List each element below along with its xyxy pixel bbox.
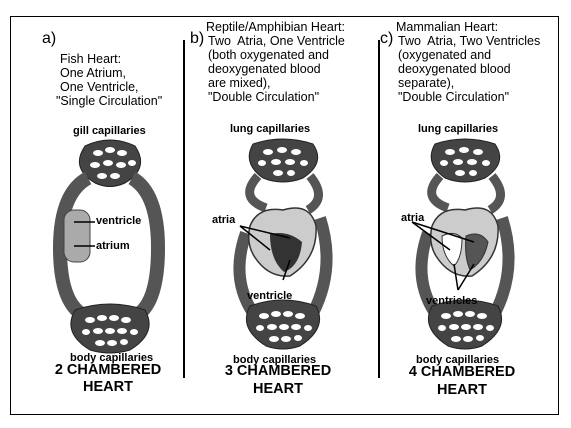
- reptile-atria-label: atria: [212, 214, 235, 226]
- panel-b-description-line: deoxygenated blood: [208, 63, 321, 77]
- panel-c-description-line: Mammalian Heart:: [396, 21, 498, 35]
- panel-c-description-line: Two Atria, Two Ventricles: [398, 35, 540, 49]
- mammal-pulmonary-vessel: [490, 176, 501, 210]
- panel-b-description-line: Two Atria, One Ventricle: [208, 35, 345, 49]
- panel-c-title: 4 CHAMBERED: [382, 364, 542, 380]
- panel-a-title: 2 CHAMBERED: [28, 362, 188, 378]
- panel-divider: [378, 40, 380, 378]
- panel-a-letter: a): [42, 31, 56, 47]
- fish-atrium-label: atrium: [96, 240, 130, 252]
- reptile-ventricle-label: ventricle: [247, 290, 292, 302]
- fish-circulation-vessel: [132, 178, 158, 313]
- reptile-pulmonary-vessel: [308, 176, 319, 210]
- panel-c-description-line: (oxygenated and: [398, 49, 491, 63]
- panel-a-description-line: Fish Heart:: [60, 53, 121, 67]
- reptile-heart-diagram: [228, 138, 338, 356]
- panel-a-top-capillaries-label: gill capillaries: [73, 125, 146, 137]
- reptile-lung-capillary-bed: [249, 139, 317, 182]
- panel-b-description-line: (both oxygenated and: [208, 49, 329, 63]
- panel-a-title: HEART: [28, 379, 188, 395]
- panel-a-description-line: "Single Circulation": [56, 95, 162, 109]
- mammal-heart-diagram: [410, 138, 520, 356]
- panel-b-description-line: "Double Circulation": [208, 91, 319, 105]
- panel-c-top-capillaries-label: lung capillaries: [418, 123, 498, 135]
- mammal-pulmonary-vessel: [432, 176, 448, 208]
- panel-b-top-capillaries-label: lung capillaries: [230, 123, 310, 135]
- fish-heart-chambers: [64, 210, 90, 262]
- panel-b-title: HEART: [198, 381, 358, 397]
- mammal-lung-capillary-bed: [431, 139, 499, 182]
- panel-b-description-line: are mixed),: [208, 77, 271, 91]
- mammal-atria-label: atria: [401, 212, 424, 224]
- panel-c-description-line: separate),: [398, 77, 454, 91]
- panel-b-title: 3 CHAMBERED: [198, 363, 358, 379]
- panel-a-description-line: One Ventricle,: [60, 81, 139, 95]
- panel-b-description-line: Reptile/Amphibian Heart:: [206, 21, 345, 35]
- panel-divider: [183, 40, 185, 378]
- fish-ventricle-label: ventricle: [96, 215, 141, 227]
- panel-c-description-line: deoxygenated blood: [398, 63, 511, 77]
- reptile-pulmonary-vessel: [250, 176, 266, 208]
- panel-c-letter: c): [380, 31, 393, 47]
- panel-b-letter: b): [190, 31, 204, 47]
- panel-c-description-line: "Double Circulation": [398, 91, 509, 105]
- mammal-ventricles-label: ventricles: [426, 295, 477, 307]
- panel-c-title: HEART: [382, 382, 542, 398]
- panel-a-description-line: One Atrium,: [60, 67, 126, 81]
